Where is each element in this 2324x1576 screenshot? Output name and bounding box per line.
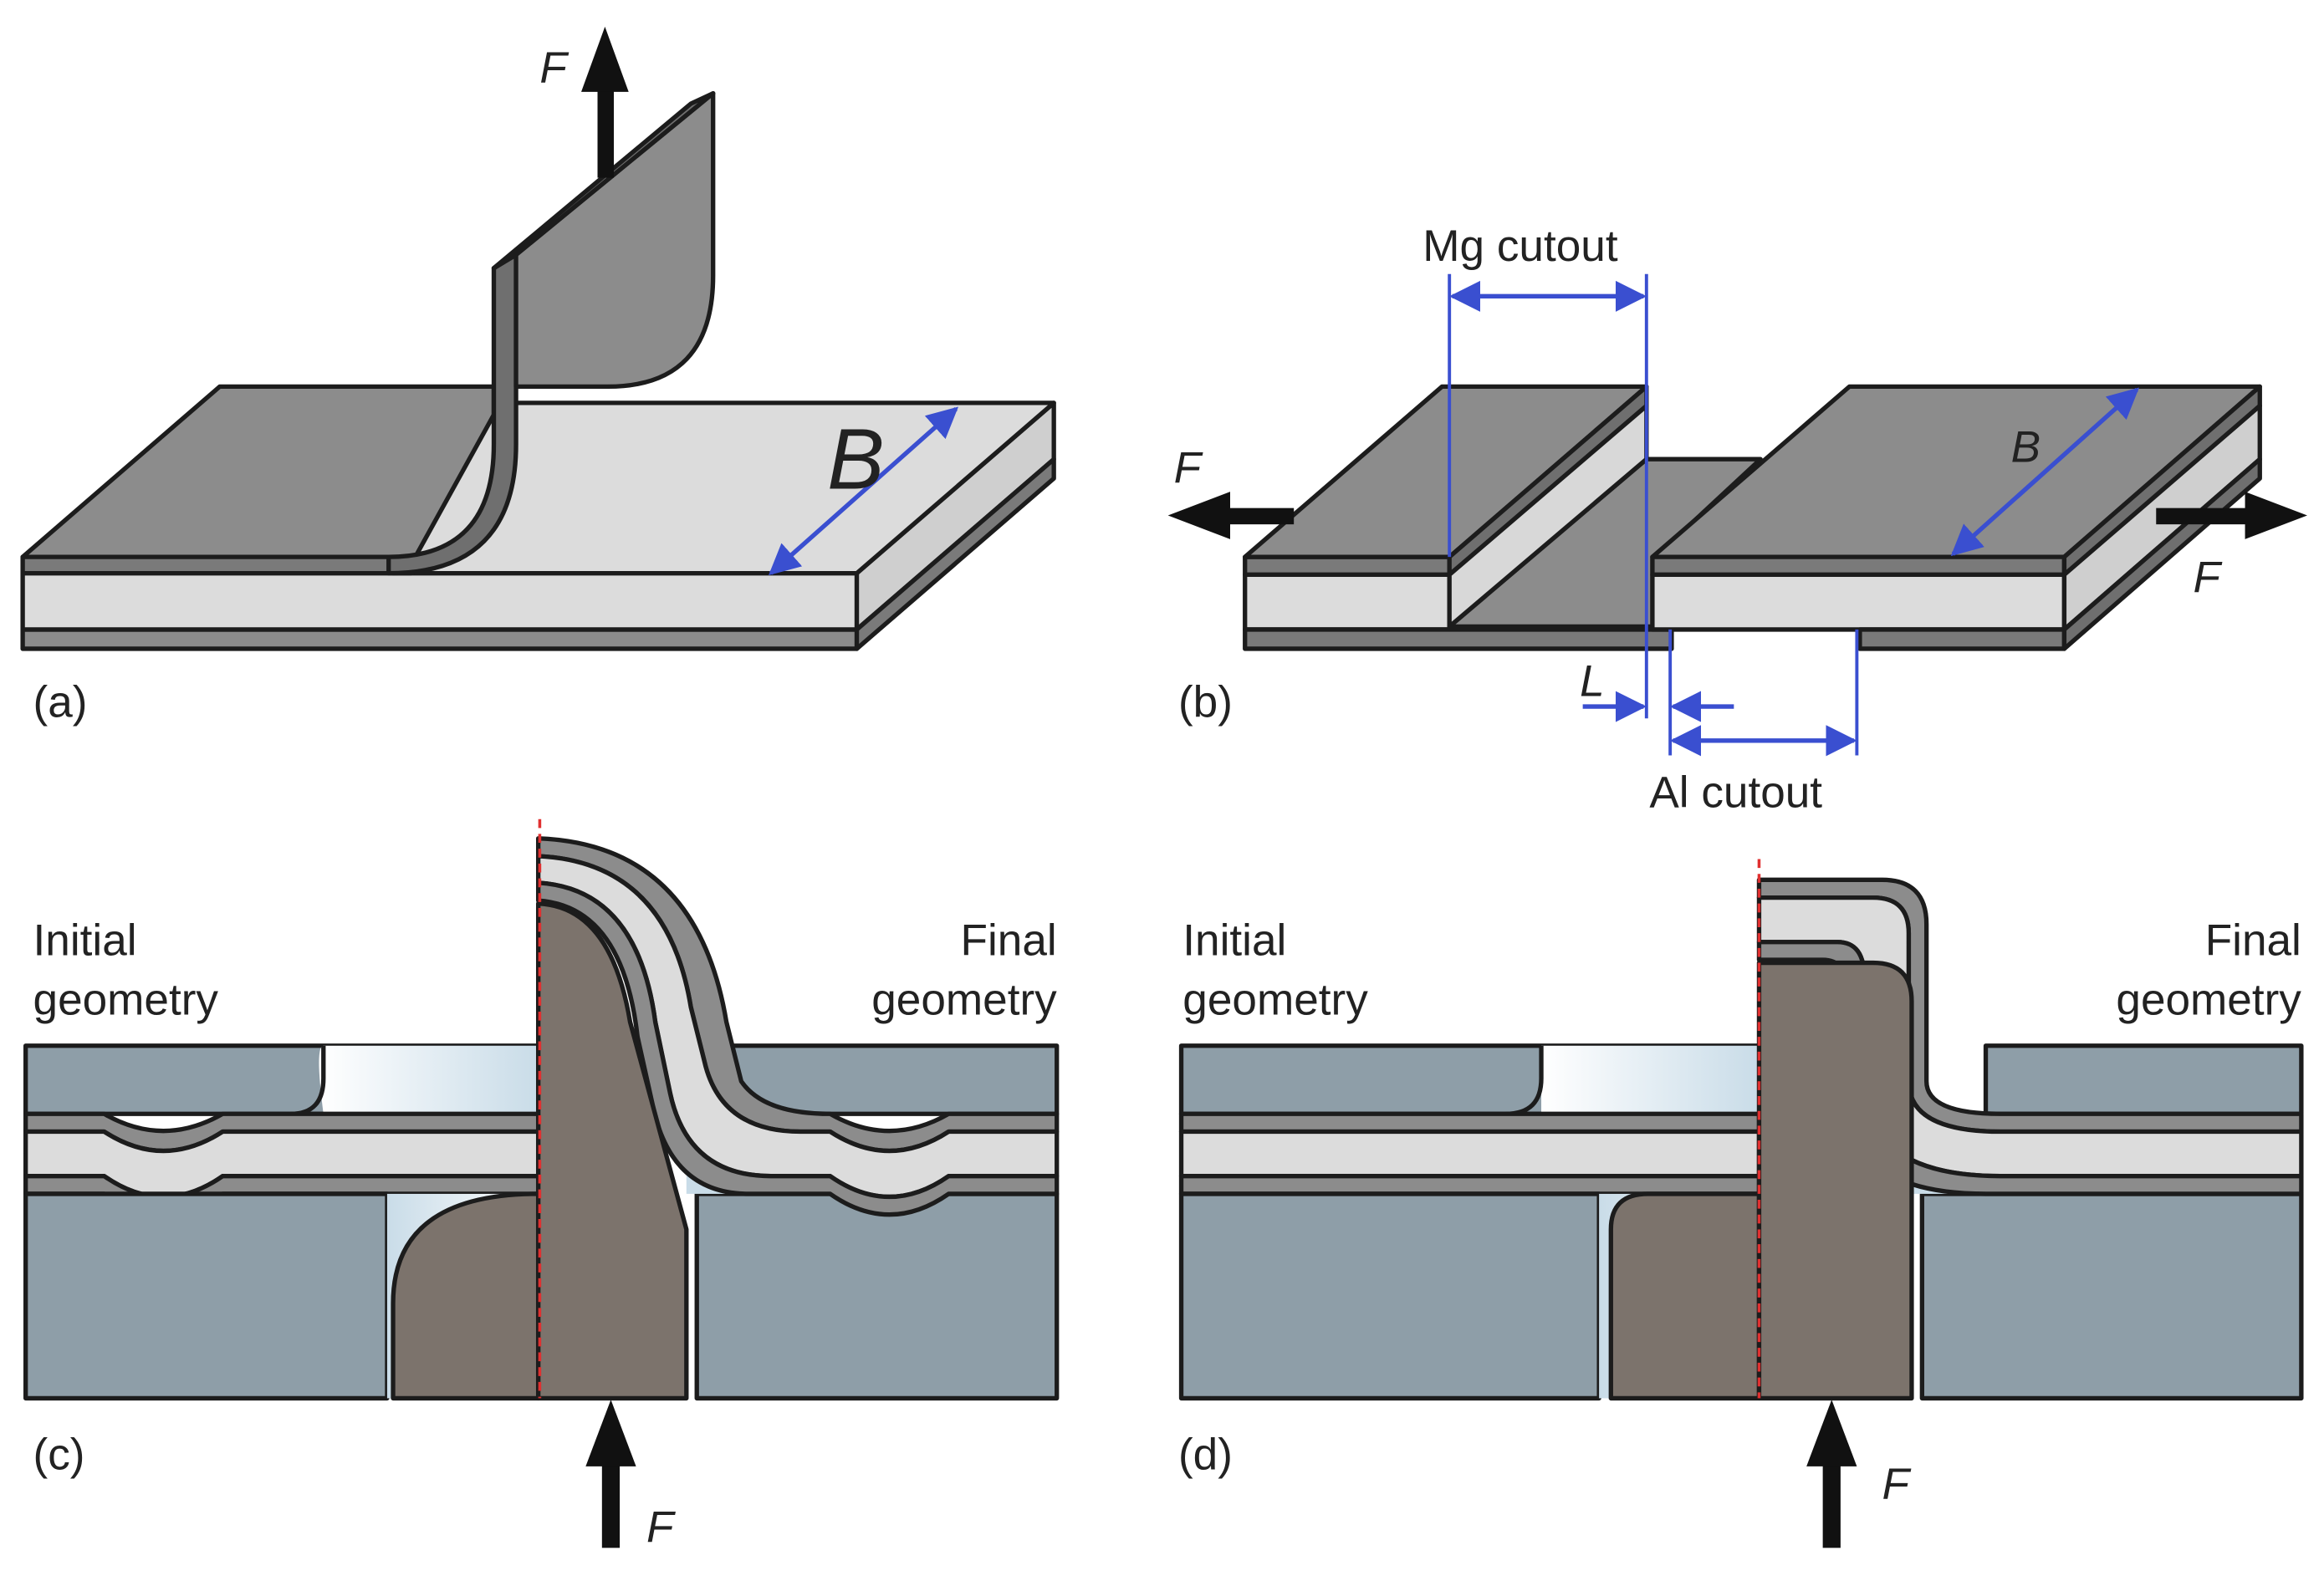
lower-die-left-c: [23, 1191, 390, 1401]
final-label-c-line1: Final: [961, 916, 1057, 966]
final-label-c-line2: geometry: [871, 976, 1057, 1025]
width-dimension-a: [769, 406, 959, 576]
final-label-d-line1: Final: [2205, 916, 2301, 966]
sheet-mg-bottom-left-d: [1178, 1174, 1762, 1196]
peel-leg-vertical: [513, 90, 716, 390]
panel-tag-c: (c): [33, 1430, 85, 1479]
final-label-d-line2: geometry: [2116, 976, 2301, 1025]
force-arrow-head-b-left: [1167, 492, 1230, 539]
panel-b: B Mg cutout Al cutout L F F (b): [1167, 222, 2307, 818]
punch-final-d: [1756, 960, 1914, 1401]
overlap-label: L: [1580, 657, 1605, 706]
mg-cutout-label: Mg cutout: [1422, 222, 1618, 271]
peel-leg-top-edge: [491, 90, 716, 271]
al-cutout-label: Al cutout: [1649, 768, 1822, 818]
lower-die-right-c: [694, 1191, 1060, 1401]
left-block-mg-front: [1243, 554, 1452, 578]
initial-label-c-line1: Initial: [33, 916, 137, 966]
right-block-al-front: [1650, 572, 2067, 632]
force-arrow-head-c: [585, 1400, 636, 1466]
width-dimension-b: [1950, 387, 2139, 557]
upper-die-gap-c: [319, 1045, 539, 1114]
bottom-sheet-al-front: [20, 570, 860, 632]
panel-a: B F (a): [20, 26, 1056, 727]
force-arrow-shaft-a: [597, 89, 615, 178]
force-arrow-shaft-d: [1822, 1459, 1841, 1548]
panel-tag-b: (b): [1178, 677, 1233, 727]
panel-c: F Initial geometry Final geometry (c): [23, 819, 1060, 1552]
bottom-sheet-mg-front: [20, 627, 860, 651]
upper-sheet-front: [20, 554, 413, 576]
sheet-mg-bottom-final-c: [535, 880, 1060, 1217]
width-label-a: B: [827, 411, 885, 507]
upper-die-gap-d: [1541, 1045, 1760, 1114]
initial-label-c-line2: geometry: [33, 976, 219, 1025]
initial-label-d-line1: Initial: [1182, 916, 1286, 966]
force-label-d: F: [1882, 1460, 1912, 1509]
force-arrow-head-d: [1806, 1400, 1857, 1466]
force-label-a: F: [539, 43, 569, 93]
right-block-bottom-front: [1857, 627, 2067, 651]
lower-punch-initial-c: [391, 1191, 541, 1401]
upper-sheet-top: [20, 384, 497, 559]
force-arrow-shaft-c: [601, 1459, 621, 1548]
initial-label-d-line2: geometry: [1182, 976, 1368, 1025]
lower-punch-initial-d: [1608, 1191, 1762, 1401]
panel-tag-d: (d): [1178, 1430, 1233, 1479]
force-arrow-head-a: [581, 26, 629, 92]
force-label-b-right: F: [2194, 553, 2223, 603]
force-arrow-shaft-b-right: [2156, 507, 2249, 525]
right-block-mg-front: [1650, 554, 2067, 578]
left-block-al-front: [1243, 572, 1452, 632]
left-block-bottom-front: [1243, 627, 1674, 651]
sheet-mg-top-left-d: [1178, 1111, 1762, 1135]
punch-final-c: [535, 901, 689, 1401]
lower-die-right-d: [1919, 1191, 2304, 1401]
force-label-b-left: F: [1174, 444, 1203, 493]
force-label-c: F: [646, 1502, 676, 1552]
force-arrow-head-b-right: [2245, 492, 2307, 539]
panel-tag-a: (a): [33, 677, 88, 727]
sheet-al-left-d: [1178, 1129, 1762, 1179]
width-label-b: B: [2011, 423, 2041, 472]
upper-die-right-d: [1983, 1043, 2304, 1116]
panel-d: F Initial geometry Final geometry (d): [1178, 859, 2304, 1548]
lower-die-left-d: [1178, 1191, 1601, 1401]
force-arrow-shaft-b-left: [1227, 507, 1295, 525]
